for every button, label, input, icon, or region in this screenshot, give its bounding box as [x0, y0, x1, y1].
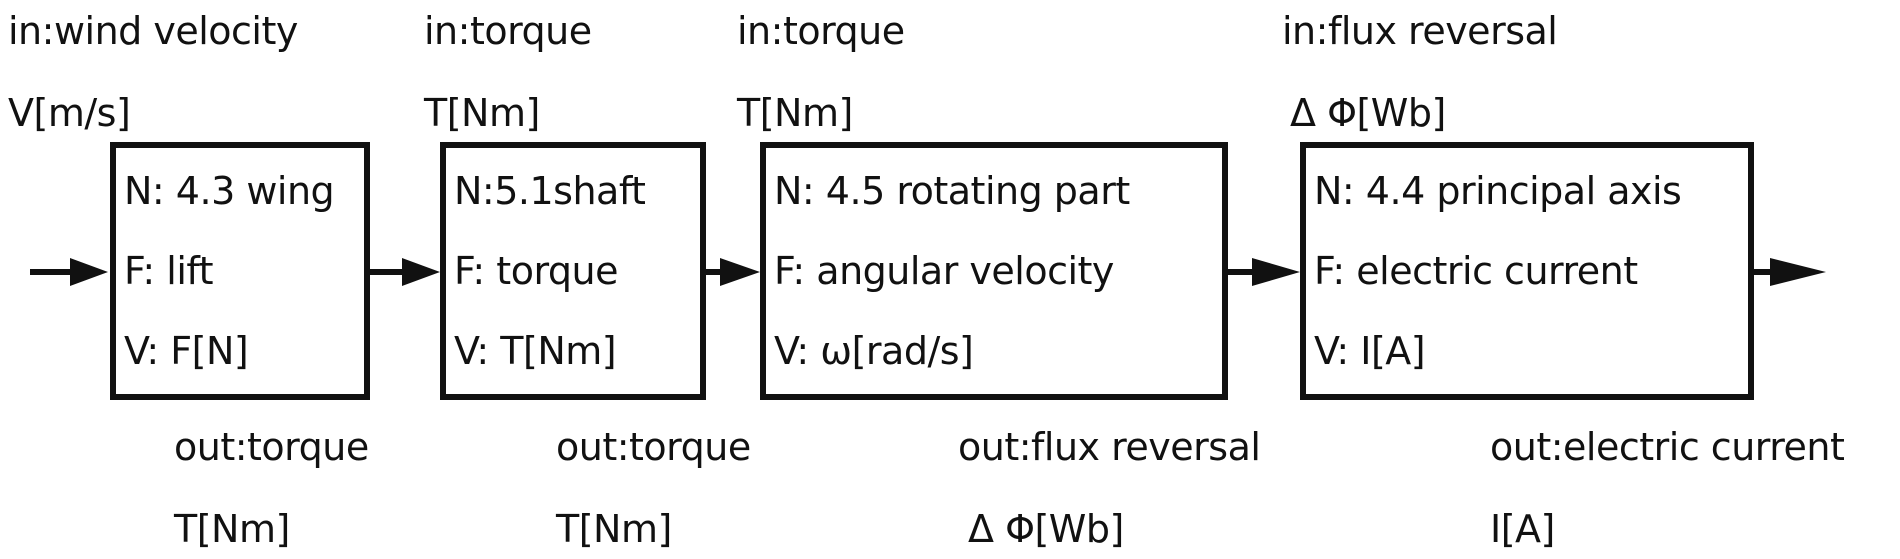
block-function: F: torque [454, 249, 618, 293]
input-name-4: in:flux reversal [1282, 9, 1558, 53]
output-name-4: out:electric current [1490, 425, 1845, 469]
block-function: F: electric current [1314, 249, 1638, 293]
input-name-3: in:torque [737, 9, 905, 53]
output-unit-2: T[Nm] [556, 507, 672, 551]
output-unit-4: I[A] [1490, 507, 1555, 551]
output-arrow [1754, 258, 1826, 286]
arrow-rotating-part-to-principal-axis [1228, 258, 1300, 286]
block-shaft: N:5.1shaft F: torque V: T[Nm] [440, 142, 706, 400]
block-function: F: angular velocity [774, 249, 1114, 293]
output-unit-1: T[Nm] [174, 507, 290, 551]
input-unit-3: T[Nm] [737, 91, 853, 135]
output-name-3: out:flux reversal [958, 425, 1261, 469]
block-rotating-part: N: 4.5 rotating part F: angular velocity… [760, 142, 1228, 400]
block-variable: V: I[A] [1314, 329, 1426, 373]
block-variable: V: F[N] [124, 329, 249, 373]
block-function: F: lift [124, 249, 214, 293]
block-variable: V: ω[rad/s] [774, 329, 974, 373]
arrow-shaft-to-rotating-part [706, 258, 760, 286]
output-name-2: out:torque [556, 425, 751, 469]
output-unit-3: Δ Φ[Wb] [968, 507, 1124, 551]
input-arrow [30, 258, 108, 286]
block-name: N: 4.5 rotating part [774, 169, 1130, 213]
input-unit-4: Δ Φ[Wb] [1290, 91, 1446, 135]
block-name: N: 4.3 wing [124, 169, 335, 213]
block-name: N: 4.4 principal axis [1314, 169, 1682, 213]
block-variable: V: T[Nm] [454, 329, 617, 373]
block-name: N:5.1shaft [454, 169, 646, 213]
input-name-1: in:wind velocity [8, 9, 298, 53]
output-name-1: out:torque [174, 425, 369, 469]
input-unit-1: V[m/s] [8, 91, 131, 135]
input-name-2: in:torque [424, 9, 592, 53]
input-unit-2: T[Nm] [424, 91, 540, 135]
block-principal-axis: N: 4.4 principal axis F: electric curren… [1300, 142, 1754, 400]
block-wing: N: 4.3 wing F: lift V: F[N] [110, 142, 370, 400]
arrow-wing-to-shaft [370, 258, 440, 286]
